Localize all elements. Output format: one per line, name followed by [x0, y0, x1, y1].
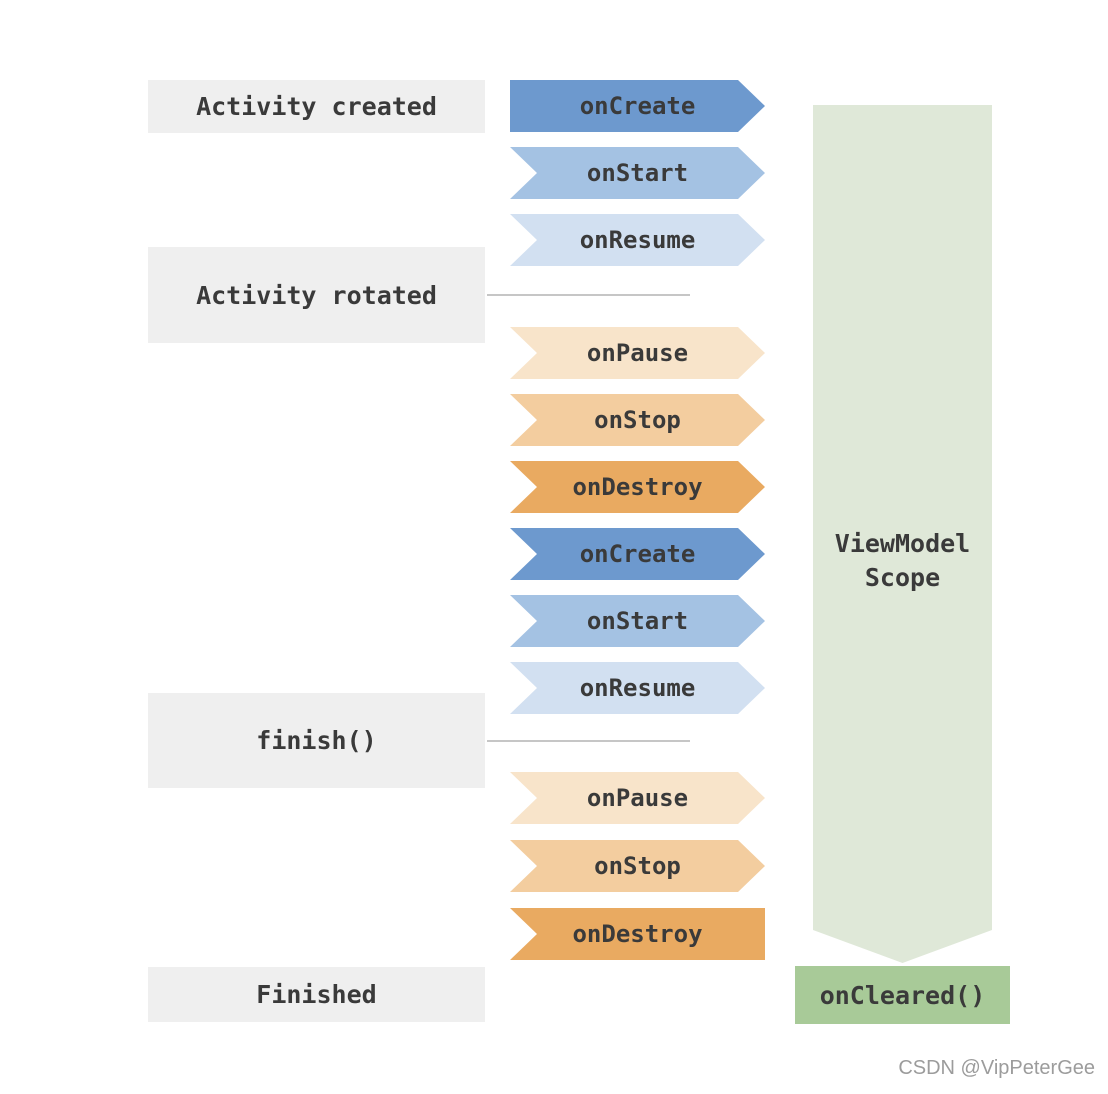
arrow-onresume-1: onResume	[510, 214, 765, 266]
arrow-onstop-1: onStop	[510, 394, 765, 446]
arrow-ondestroy-2: onDestroy	[510, 908, 765, 960]
arrow-onstop-2: onStop	[510, 840, 765, 892]
arrow-oncreate-1: onCreate	[510, 80, 765, 132]
arrow-oncreate-2: onCreate	[510, 528, 765, 580]
viewmodel-scope-arrow: ViewModel Scope	[813, 105, 992, 963]
arrow-ondestroy-1: onDestroy	[510, 461, 765, 513]
stage-label-finished: Finished	[148, 967, 485, 1022]
arrow-onstart-1: onStart	[510, 147, 765, 199]
finish-connector-line	[487, 740, 690, 742]
stage-label-finish: finish()	[148, 693, 485, 788]
arrow-onstart-2: onStart	[510, 595, 765, 647]
oncleared-box: onCleared()	[795, 966, 1010, 1024]
arrow-onpause-2: onPause	[510, 772, 765, 824]
viewmodel-scope-label: ViewModel Scope	[813, 527, 992, 595]
arrow-onpause-1: onPause	[510, 327, 765, 379]
viewmodel-scope-label-line2: Scope	[864, 563, 941, 592]
viewmodel-scope-label-line1: ViewModel	[834, 529, 971, 558]
arrow-onresume-2: onResume	[510, 662, 765, 714]
stage-label-activity-created: Activity created	[148, 80, 485, 133]
watermark-text: CSDN @VipPeterGee	[898, 1057, 1095, 1079]
stage-label-activity-rotated: Activity rotated	[148, 247, 485, 343]
rotation-connector-line	[487, 294, 690, 296]
